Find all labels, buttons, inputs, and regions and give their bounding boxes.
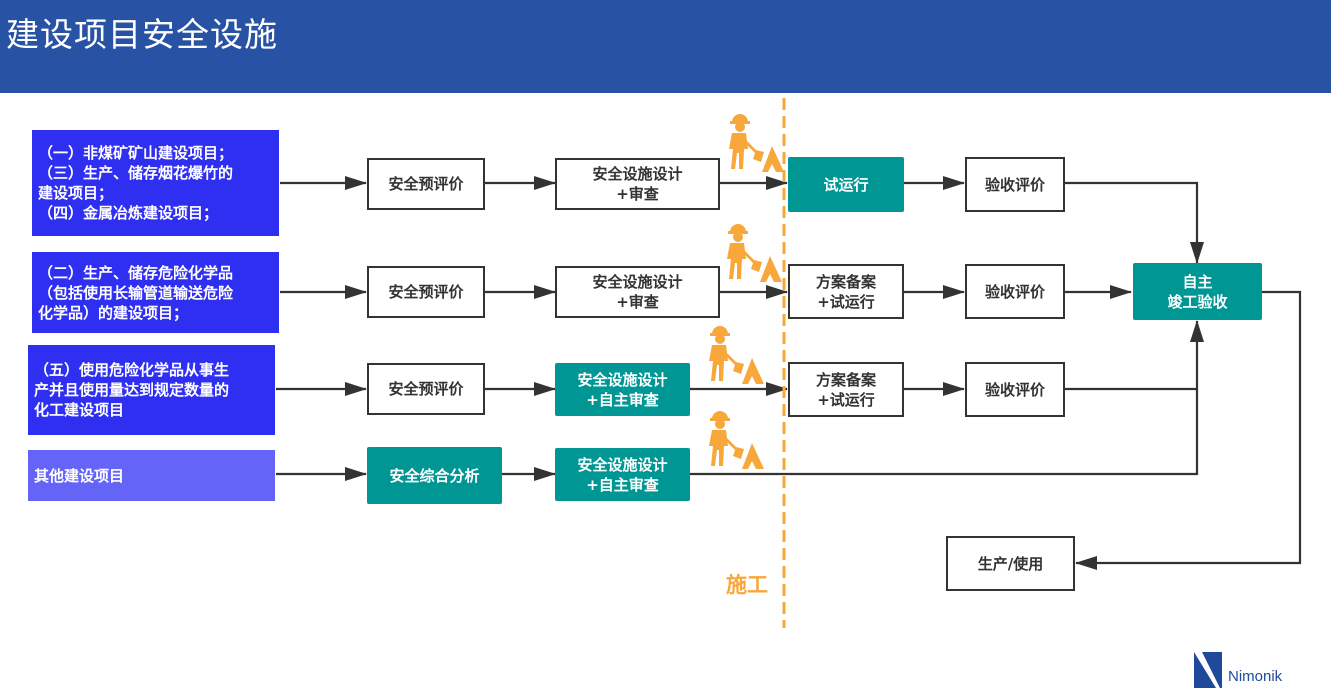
step-facility-design-self-review: 安全设施设计 +自主审查 — [555, 448, 690, 501]
step-facility-design-review: 安全设施设计 +审查 — [555, 158, 720, 210]
step-facility-design-review: 安全设施设计 +审查 — [555, 266, 720, 318]
step-facility-design-self-review: 安全设施设计 +自主审查 — [555, 363, 690, 416]
source-other-projects: 其他建设项目 — [28, 450, 275, 501]
step-label: 安全设施设计 +审查 — [592, 165, 683, 203]
step-acceptance-evaluation: 验收评价 — [965, 157, 1065, 212]
step-plan-filing-trial-run: 方案备案 +试运行 — [788, 264, 904, 319]
source-hazardous-chemicals: （二）生产、储存危险化学品 （包括使用长输管道输送危险 化学品）的建设项目； — [32, 252, 279, 333]
step-label: 验收评价 — [984, 380, 1045, 399]
arrow-r1-accept-completion — [1064, 181, 1204, 264]
step-acceptance-evaluation: 验收评价 — [965, 362, 1065, 417]
source-label: （二）生产、储存危险化学品 （包括使用长输管道输送危险 化学品）的建设项目； — [38, 263, 234, 322]
step-label: 试运行 — [823, 175, 869, 194]
step-label: 方案备案 +试运行 — [815, 272, 876, 311]
source-label: 其他建设项目 — [34, 466, 125, 485]
step-label: 安全设施设计 +自主审查 — [577, 370, 668, 409]
step-label: 自主 竣工验收 — [1167, 272, 1228, 311]
construction-worker-icon — [727, 224, 782, 282]
step-label: 安全设施设计 +自主审查 — [577, 455, 668, 494]
nimonik-logo-icon — [1194, 652, 1222, 688]
step-label: 安全设施设计 +审查 — [592, 273, 683, 311]
step-label: 验收评价 — [984, 282, 1045, 301]
step-label: 安全预评价 — [388, 283, 464, 301]
construction-label: 施工 — [726, 573, 768, 597]
source-label: （五）使用危险化学品从事生 产并且使用量达到规定数量的 化工建设项目 — [34, 361, 230, 419]
step-pre-evaluation: 安全预评价 — [367, 158, 485, 210]
source-chemical-use: （五）使用危险化学品从事生 产并且使用量达到规定数量的 化工建设项目 — [28, 345, 275, 435]
step-plan-filing-trial-run: 方案备案 +试运行 — [788, 362, 904, 417]
step-label: 生产/使用 — [977, 554, 1044, 573]
step-label: 验收评价 — [984, 175, 1045, 194]
header-bar: 建设项目安全设施 — [0, 0, 1331, 93]
arrow-r4-design-completion — [690, 320, 1204, 476]
source-label: （一）非煤矿矿山建设项目； （三）生产、储存烟花爆竹的 建设项目； （四）金属冶… — [38, 144, 234, 222]
arrow-completion-production — [1075, 290, 1302, 570]
construction-worker-icon — [729, 114, 784, 172]
step-production-use: 生产/使用 — [946, 536, 1075, 591]
nimonik-logo-text: Nimonik — [1228, 668, 1283, 685]
step-trial-run: 试运行 — [788, 157, 904, 212]
source-mining-fireworks-metallurgy: （一）非煤矿矿山建设项目； （三）生产、储存烟花爆竹的 建设项目； （四）金属冶… — [32, 130, 279, 236]
construction-worker-icon — [709, 411, 764, 469]
step-pre-evaluation: 安全预评价 — [367, 363, 485, 415]
step-label: 方案备案 +试运行 — [815, 370, 876, 409]
step-self-completion-acceptance: 自主 竣工验收 — [1133, 263, 1262, 320]
step-label: 安全预评价 — [388, 380, 464, 398]
page-title: 建设项目安全设施 — [6, 15, 278, 54]
step-comprehensive-safety-analysis: 安全综合分析 — [367, 447, 502, 504]
construction-worker-icon — [709, 326, 764, 384]
step-label: 安全综合分析 — [389, 466, 480, 485]
step-label: 安全预评价 — [388, 175, 464, 193]
step-acceptance-evaluation: 验收评价 — [965, 264, 1065, 319]
step-pre-evaluation: 安全预评价 — [367, 266, 485, 318]
